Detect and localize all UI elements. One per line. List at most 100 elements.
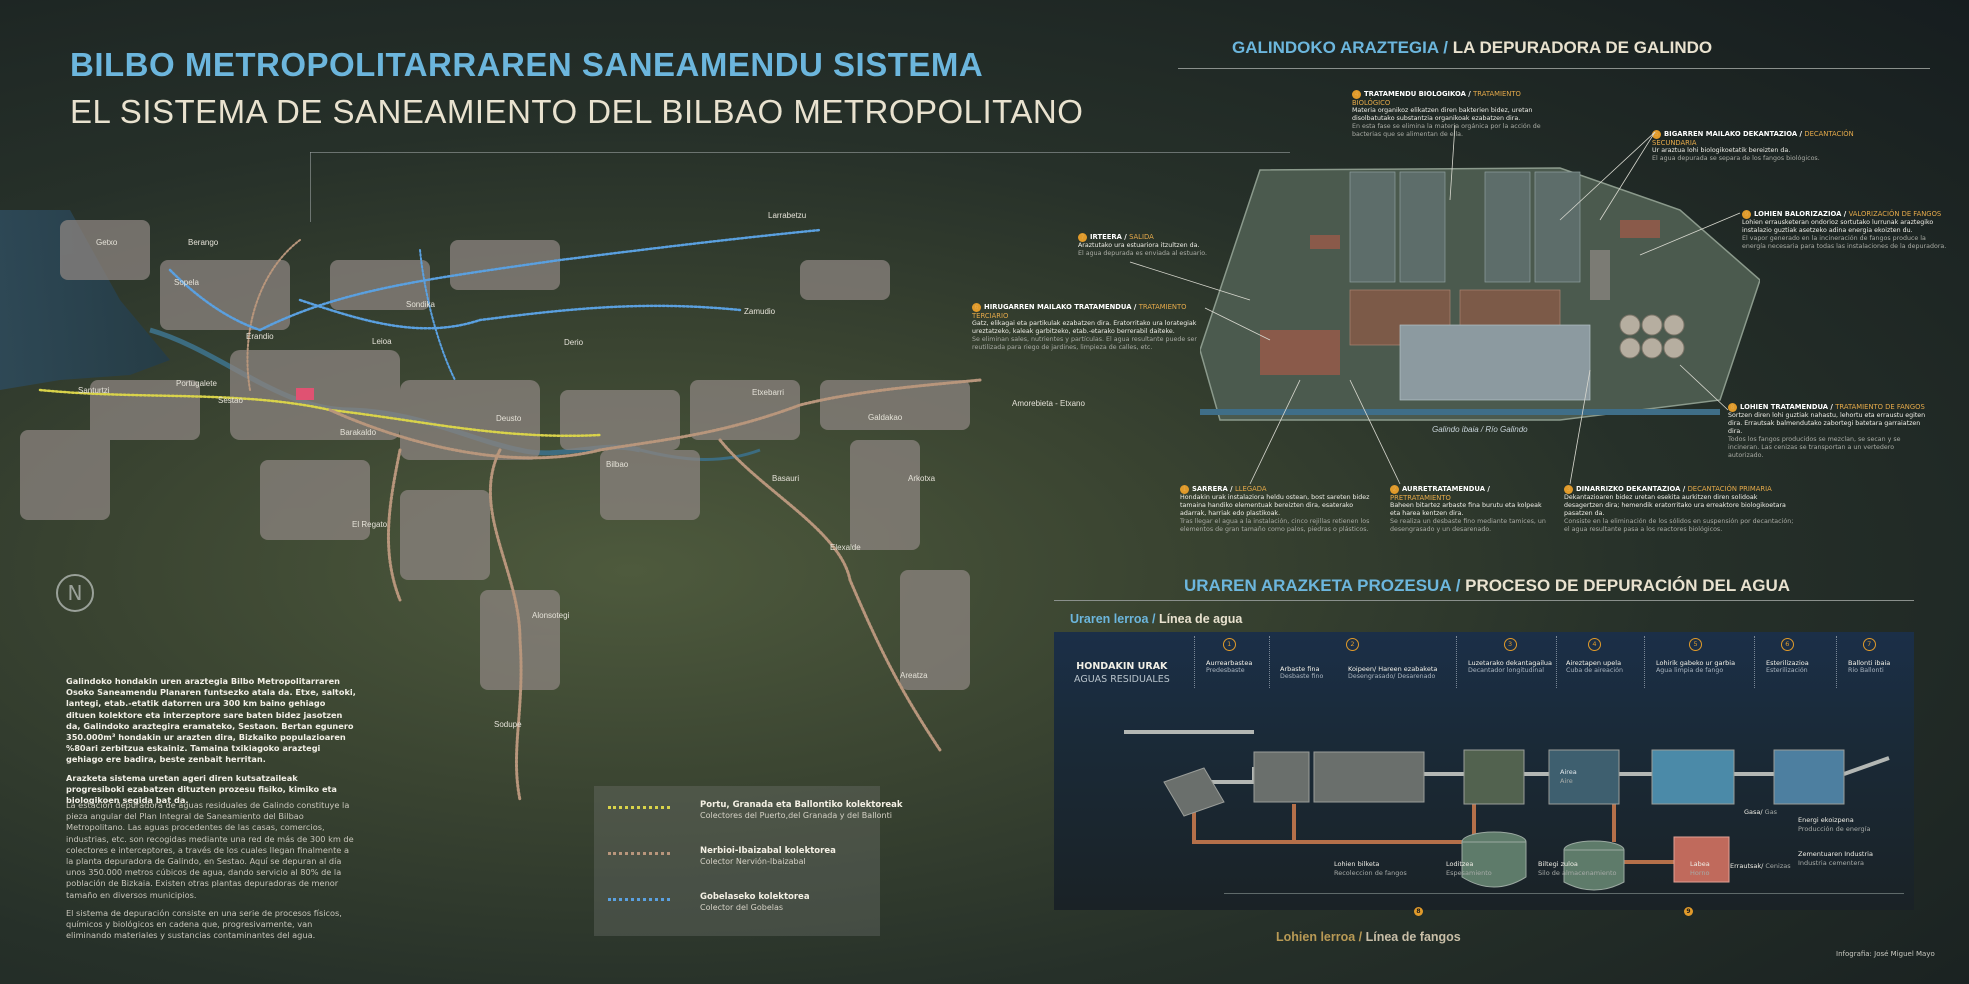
process-diagram-panel: HONDAKIN URAK AGUAS RESIDUALES 1 Aurrear… [1054, 632, 1914, 916]
process-title-rule [1054, 600, 1914, 601]
description-basque: Galindoko hondakin uren araztegia Bilbo … [66, 676, 356, 806]
plant-title-rule [1178, 68, 1930, 69]
place-label: Derio [564, 338, 584, 347]
place-label: Santurtzi [78, 386, 110, 395]
water-line-title: Uraren lerroa / Línea de agua [1070, 612, 1243, 626]
legend-label-es: Colector del Gobelas [700, 903, 784, 912]
process-step-4: 4 Aireztapen upela Cuba de aireación [1566, 638, 1623, 674]
plant-title-eu: GALINDOKO ARAZTEGIA [1232, 38, 1439, 57]
place-label: Zamudio [744, 307, 776, 316]
description-spanish-p2: El sistema de depuración consiste en una… [66, 907, 342, 941]
place-label: Sondika [406, 300, 435, 309]
place-label: Berango [188, 238, 219, 247]
main-title-basque: BILBO METROPOLITARRAREN SANEAMENDU SISTE… [70, 46, 984, 83]
legend-label-es: Colector Nervión-Ibaizabal [700, 857, 806, 866]
sludge-label-ashes: Errautsak/ Cenizas [1730, 862, 1791, 870]
sludge-step-badge: 9 [1684, 907, 1693, 916]
legend-label-eu: Nerbioi-Ibaizabal kolektorea [700, 846, 836, 856]
wastewater-intake-label: HONDAKIN URAK AGUAS RESIDUALES [1074, 661, 1170, 685]
process-flow-illustration [1124, 730, 1890, 891]
map-legend: Portu, Granada eta Ballontiko kolektorea… [594, 786, 903, 936]
place-label: Arkotxa [908, 474, 936, 483]
place-label: Sodupe [494, 720, 522, 729]
step-number-badge: 5 [1652, 130, 1661, 139]
process-title-eu: URAREN ARAZKETA PROZESUA [1184, 576, 1451, 595]
process-step-5: 5 Lohirik gabeko ur garbia Agua limpia d… [1656, 638, 1736, 674]
step-number-badge: 7 [1078, 233, 1087, 242]
place-label: Elexalde [830, 543, 861, 552]
process-step-3: 3 Luzetarako dekantagailua Decantador lo… [1468, 638, 1553, 674]
description-basque-p2: Arazketa sistema uretan ageri diren kuts… [66, 772, 337, 806]
main-title-spanish: EL SISTEMA DE SANEAMIENTO DEL BILBAO MET… [70, 93, 1084, 130]
plant-section-title: GALINDOKO ARAZTEGIA / LA DEPURADORA DE G… [1232, 38, 1713, 57]
place-label: Amorebieta - Etxano [1012, 399, 1085, 408]
plant-aerial-illustration [1200, 167, 1760, 421]
legend-label-eu: Portu, Granada eta Ballontiko kolektorea… [700, 800, 903, 810]
step-number-badge: 8 [1728, 403, 1737, 412]
metropolitan-map [0, 210, 982, 802]
step-number-badge: 2 [1390, 485, 1399, 494]
process-step-7: 7 Ballonti ibaia Río Ballonti [1848, 638, 1891, 674]
place-label: El Regato [352, 520, 388, 529]
place-label: Areatza [900, 671, 928, 680]
step-number-badge: 6 [972, 303, 981, 312]
sludge-label-gas: Gasa/ Gas [1744, 808, 1778, 816]
legend-swatch [608, 898, 670, 901]
place-label: Getxo [96, 238, 118, 247]
process-step-6: 6 Esterilizazioa Esterilización [1766, 638, 1809, 674]
urban-blocks [20, 220, 970, 690]
place-label: Galdakao [868, 413, 903, 422]
aeration-label: Airea Aire [1560, 768, 1577, 785]
legend-label-es: Colectores del Puerto,del Granada y del … [700, 811, 892, 820]
galindo-plant-marker [296, 388, 314, 400]
legend-label-eu: Gobelaseko kolektorea [700, 892, 810, 902]
place-label: Larrabetzu [768, 211, 807, 220]
furnace-shape [1673, 836, 1730, 883]
plant-title-es: LA DEPURADORA DE GALINDO [1452, 38, 1713, 57]
place-label: Etxebarri [752, 388, 785, 397]
place-label: Portugalete [176, 379, 217, 388]
step-number-badge: 4 [1352, 90, 1361, 99]
place-label: Sestao [218, 396, 243, 405]
step-number-badge: 9 [1742, 210, 1751, 219]
place-label: Deusto [496, 414, 522, 423]
process-step-2: 2 Arbaste fina Desbaste fino Koipeen/ Ha… [1280, 638, 1438, 680]
legend-swatch [608, 806, 670, 809]
place-label: Basauri [772, 474, 800, 483]
river-galindo-label: Galindo ibaia / Río Galindo [1432, 425, 1528, 434]
place-label: Barakaldo [340, 428, 377, 437]
credit-text: Infografia: José Miguel Mayo [1836, 950, 1935, 958]
place-label: Bilbao [606, 460, 629, 469]
description-spanish-p1: La estación depuradora de aguas residual… [66, 800, 354, 900]
place-label: Leioa [372, 337, 392, 346]
description-basque-p1: Galindoko hondakin uren araztegia Bilbo … [66, 676, 356, 765]
step-number-badge: 3 [1564, 485, 1573, 494]
place-label: Alonsotegi [532, 611, 570, 620]
sea-area [0, 210, 170, 390]
description-spanish: La estación depuradora de aguas residual… [66, 800, 356, 941]
map-frame-line-vertical [310, 152, 311, 222]
sludge-line-title: Lohien lerroa / Línea de fangos [1276, 930, 1461, 944]
place-label: Sopela [174, 278, 199, 287]
place-label: Erandio [246, 332, 274, 341]
process-section-title: URAREN ARAZKETA PROZESUA / PROCESO DE DE… [1184, 576, 1791, 595]
legend-swatch [608, 852, 670, 855]
north-arrow-icon: N [56, 574, 94, 612]
process-title-es: PROCESO DE DEPURACIÓN DEL AGUA [1465, 576, 1791, 595]
process-step-1: 1 Aurrearbastea Predesbaste [1206, 638, 1253, 674]
